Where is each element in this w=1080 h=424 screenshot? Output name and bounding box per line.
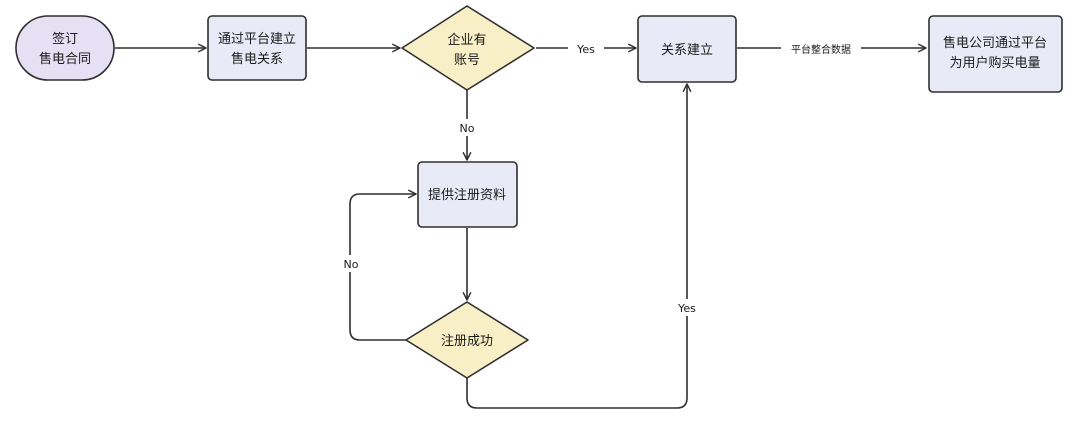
- node-buy-power: 售电公司通过平台 为用户购买电量: [928, 15, 1063, 93]
- node-start-sign-contract: 签订 售电合同: [15, 15, 115, 81]
- edge-register-yes-to-relation: [466, 83, 692, 409]
- edge-label-register-yes: Yes: [677, 302, 696, 315]
- node-decision-has-account: 企业有 账号: [401, 5, 535, 91]
- edge-labels: Yes No 平台整合数据 No Yes: [337, 40, 861, 316]
- edge-label-account-yes: Yes: [576, 43, 595, 56]
- connectors: [115, 43, 927, 409]
- node-decision-registration-success: 注册成功: [405, 301, 529, 379]
- edge-label-account-no: No: [460, 122, 475, 135]
- node-start-line1: 签订: [52, 31, 78, 47]
- node-has-account-line1: 企业有: [447, 32, 486, 48]
- edge-label-platform-data: 平台整合数据: [791, 43, 851, 56]
- node-relation-established-label: 关系建立: [661, 43, 713, 58]
- node-provide-materials-label: 提供注册资料: [428, 187, 506, 203]
- node-start-line2: 售电合同: [39, 51, 91, 67]
- node-relation-established: 关系建立: [637, 15, 737, 83]
- node-registration-success-label: 注册成功: [441, 334, 493, 349]
- node-build-relation-line1: 通过平台建立: [218, 32, 296, 47]
- edge-label-register-no: No: [344, 258, 359, 271]
- node-provide-materials: 提供注册资料: [417, 161, 518, 228]
- node-buy-power-line1: 售电公司通过平台: [943, 35, 1047, 51]
- node-has-account-line2: 账号: [454, 53, 480, 68]
- node-build-relation-line2: 售电关系: [231, 51, 283, 67]
- node-build-relation-platform: 通过平台建立 售电关系: [207, 15, 307, 81]
- node-buy-power-line2: 为用户购买电量: [949, 55, 1040, 71]
